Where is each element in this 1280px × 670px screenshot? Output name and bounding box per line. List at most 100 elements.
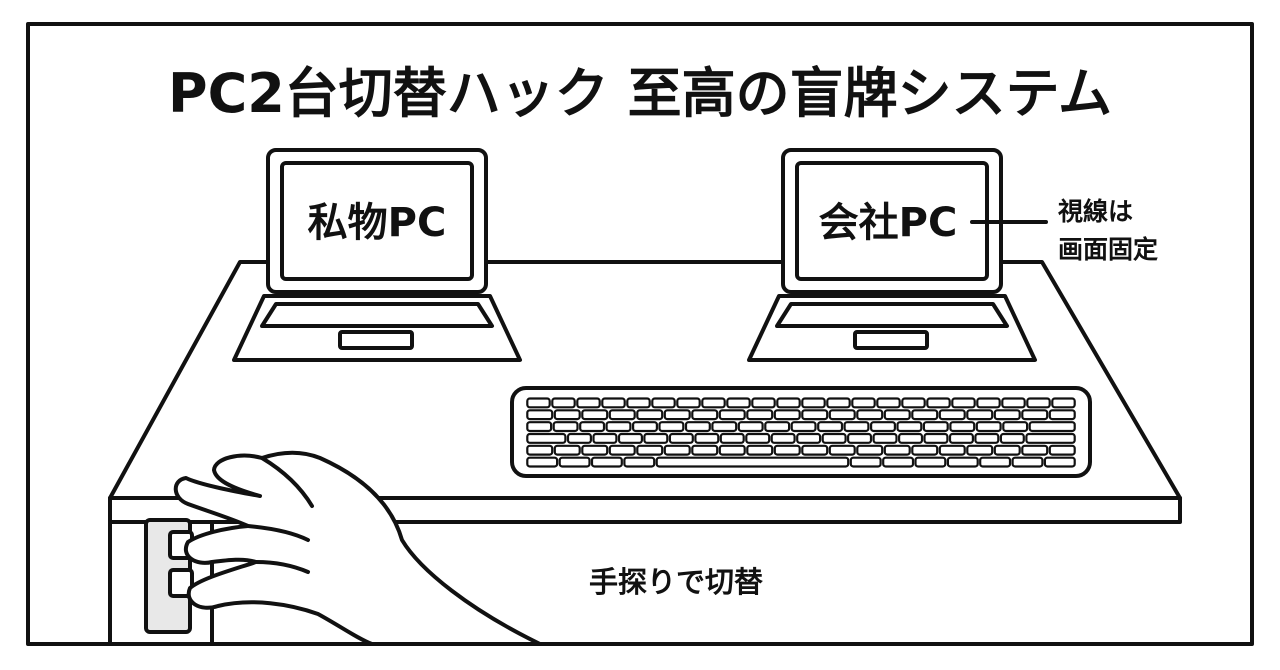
keyboard-key: [1051, 397, 1076, 409]
keyboard-key: [856, 444, 884, 456]
keyboard-key: [655, 456, 850, 468]
keyboard-key: [821, 432, 847, 444]
panel-frame: [26, 22, 1254, 646]
keyboard-key: [790, 421, 817, 433]
keyboard-key: [601, 397, 626, 409]
keyboard-key: [796, 432, 822, 444]
keyboard-key: [701, 397, 726, 409]
keyboard-key: [684, 421, 711, 433]
keyboard-key: [631, 421, 658, 433]
keyboard-key: [676, 397, 701, 409]
keyboard-key: [553, 444, 581, 456]
keyboard-key: [526, 409, 554, 421]
keyboard-key: [551, 397, 576, 409]
keyboard-key: [764, 421, 791, 433]
keyboard-key: [636, 409, 664, 421]
keyboard-key: [911, 409, 939, 421]
annotation-line-2: 画面固定: [1058, 235, 1158, 264]
keyboard-key: [856, 409, 884, 421]
keyboard-key: [608, 409, 636, 421]
keyboard-key: [746, 409, 774, 421]
keyboard-key: [1001, 397, 1026, 409]
keyboard-key: [1011, 456, 1044, 468]
keyboard-key: [718, 409, 746, 421]
keyboard-key: [882, 456, 915, 468]
keyboard-key: [872, 432, 898, 444]
keyboard-key: [694, 432, 720, 444]
keyboard-key: [581, 444, 609, 456]
keyboard-key: [553, 409, 581, 421]
keyboard-key: [922, 421, 949, 433]
keyboard-key: [526, 456, 559, 468]
keyboard-key: [911, 444, 939, 456]
keyboard-key: [566, 432, 592, 444]
keyboard-key: [592, 432, 618, 444]
laptop-work-keyboard: [775, 302, 1009, 328]
keyboard-key: [979, 456, 1012, 468]
keyboard-key: [1002, 421, 1029, 433]
hand-finger-crease-3: [254, 560, 310, 574]
keyboard-key: [949, 421, 976, 433]
laptop-work: 会社PC: [747, 148, 1037, 362]
keyboard-key: [817, 421, 844, 433]
keyboard-key: [869, 421, 896, 433]
keyboard-key: [846, 432, 873, 444]
keyboard-key: [1021, 444, 1049, 456]
gaze-annotation: 視線は 画面固定: [970, 197, 1158, 264]
keyboard-key: [663, 409, 691, 421]
keyboard-key: [1043, 456, 1076, 468]
keyboard-key: [737, 421, 764, 433]
keyboard-key: [626, 397, 651, 409]
keyboard-key: [897, 432, 924, 444]
keyboard-key: [828, 409, 856, 421]
keyboard-key: [883, 409, 911, 421]
keyboard-key: [658, 421, 685, 433]
keyboard-keys: [526, 397, 1076, 468]
keyboard-key: [828, 444, 856, 456]
keyboard-key: [719, 432, 745, 444]
keyboard-key: [773, 409, 801, 421]
keyboard-key: [770, 432, 796, 444]
keyboard-key: [651, 397, 676, 409]
keyboard-key: [901, 397, 926, 409]
laptop-private: 私物PC: [232, 148, 522, 362]
keyboard-key: [581, 409, 609, 421]
keyboard-key: [718, 444, 746, 456]
keyboard-key: [1026, 397, 1051, 409]
keyboard-key: [526, 397, 551, 409]
keyboard-key: [975, 421, 1002, 433]
keyboard-key: [976, 397, 1001, 409]
keyboard-key: [643, 432, 669, 444]
keyboard-key: [773, 444, 801, 456]
laptop-private-screen: [280, 161, 474, 281]
keyboard-key: [966, 409, 994, 421]
keyboard-key: [558, 456, 591, 468]
keyboard-key: [1048, 409, 1076, 421]
keyboard-key: [746, 444, 774, 456]
keyboard-key: [745, 432, 771, 444]
keyboard-key: [579, 421, 606, 433]
keyboard-key: [926, 397, 951, 409]
keyboard-key: [1048, 444, 1076, 456]
keyboard-key: [1025, 432, 1076, 444]
hand: [173, 450, 542, 646]
keyboard-key: [951, 397, 976, 409]
laptop-private-lid: [266, 148, 488, 294]
keyboard-key: [751, 397, 776, 409]
keyboard-key: [993, 409, 1021, 421]
keyboard-key: [896, 421, 923, 433]
keyboard-key: [691, 409, 719, 421]
keyboard-key: [668, 432, 694, 444]
keyboard-key: [801, 444, 829, 456]
keyboard-key: [605, 421, 632, 433]
keyboard-key: [948, 432, 974, 444]
external-keyboard: [510, 386, 1092, 478]
keyboard-key: [726, 397, 751, 409]
keyboard-key: [974, 432, 1000, 444]
keyboard-key: [851, 397, 876, 409]
keyboard-key: [576, 397, 601, 409]
keyboard-key: [914, 456, 947, 468]
keyboard-key: [663, 444, 691, 456]
keyboard-key: [608, 444, 636, 456]
